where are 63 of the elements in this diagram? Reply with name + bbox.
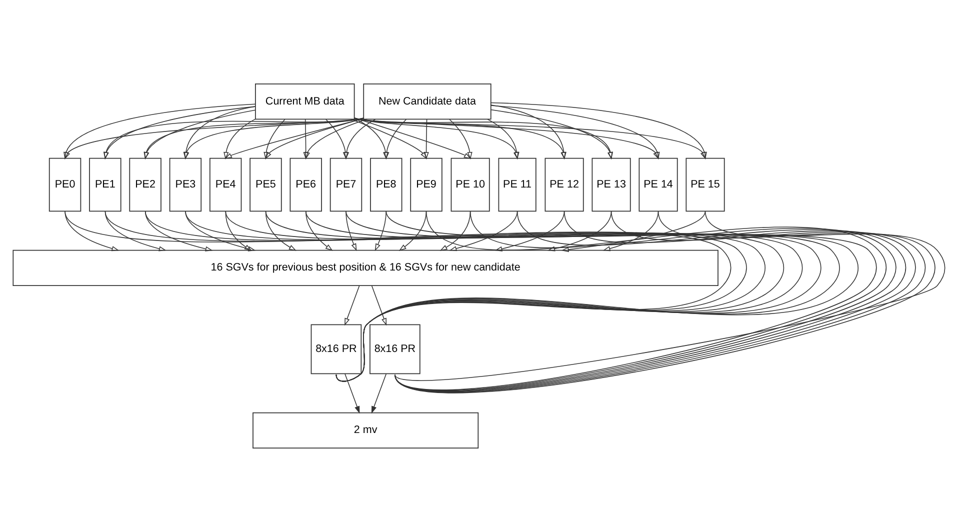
arrow: [371, 285, 387, 326]
arrow: [265, 118, 364, 160]
node-box: PE1: [89, 158, 122, 212]
node-box: PE 10: [450, 158, 490, 212]
arrow: [371, 374, 387, 414]
node-box: PE8: [370, 158, 402, 212]
node-box: PE6: [290, 158, 322, 212]
node-box: PE 15: [686, 158, 725, 212]
arrow: [224, 118, 364, 159]
arrow: [440, 210, 471, 251]
node-box: Current MB data: [255, 83, 355, 120]
arrow: [486, 118, 520, 160]
arrow: [449, 210, 518, 252]
arrow: [346, 210, 357, 252]
arrow: [144, 210, 213, 252]
node-box: PE 13: [592, 158, 631, 212]
arrow: [305, 210, 333, 251]
arrow: [144, 118, 364, 160]
arrow: [398, 210, 427, 251]
node-box: 2 mv: [252, 412, 479, 449]
arrow: [490, 109, 613, 160]
node-box: 8x16 PR: [310, 324, 362, 374]
node-box: PE 12: [544, 158, 584, 212]
arrow: [344, 374, 360, 414]
arrow: [561, 210, 706, 252]
arrow: [225, 210, 252, 251]
node-box: PE4: [209, 158, 242, 212]
node-box: PE 11: [498, 158, 536, 212]
arrow: [326, 118, 348, 160]
arrow: [350, 118, 427, 160]
arrow: [374, 210, 387, 252]
node-box: PE9: [410, 158, 442, 212]
arrow: [144, 110, 256, 160]
arrow: [344, 285, 360, 326]
arrow: [490, 102, 707, 160]
arrow: [303, 118, 308, 160]
arrow: [264, 119, 286, 160]
arrow: [104, 106, 256, 160]
arrow: [184, 118, 364, 160]
node-box: 16 SGVs for previous best position & 16 SGVs for new candidate: [12, 250, 718, 286]
arrow: [602, 210, 659, 252]
arrow: [183, 106, 256, 160]
node-box: New Candidate data: [363, 83, 492, 120]
node-box: 8x16 PR: [370, 324, 420, 374]
arrow: [384, 118, 407, 160]
arrow: [185, 210, 256, 252]
node-box: PE5: [250, 158, 282, 212]
arrow: [494, 210, 565, 252]
node-box: PE3: [169, 158, 202, 212]
arrow: [490, 105, 660, 160]
node-box: PE 14: [638, 158, 678, 212]
arrow: [64, 104, 256, 160]
node-box: PE2: [129, 158, 162, 212]
arrow: [224, 118, 256, 160]
arrow: [490, 104, 566, 160]
arrow: [424, 118, 429, 160]
arrow: [304, 118, 368, 160]
arrow: [449, 119, 472, 160]
arrow: [344, 118, 376, 160]
node-box: PE0: [48, 158, 82, 212]
arrow: [354, 118, 566, 160]
node-box: PE7: [330, 158, 362, 212]
arrow: [547, 210, 612, 252]
